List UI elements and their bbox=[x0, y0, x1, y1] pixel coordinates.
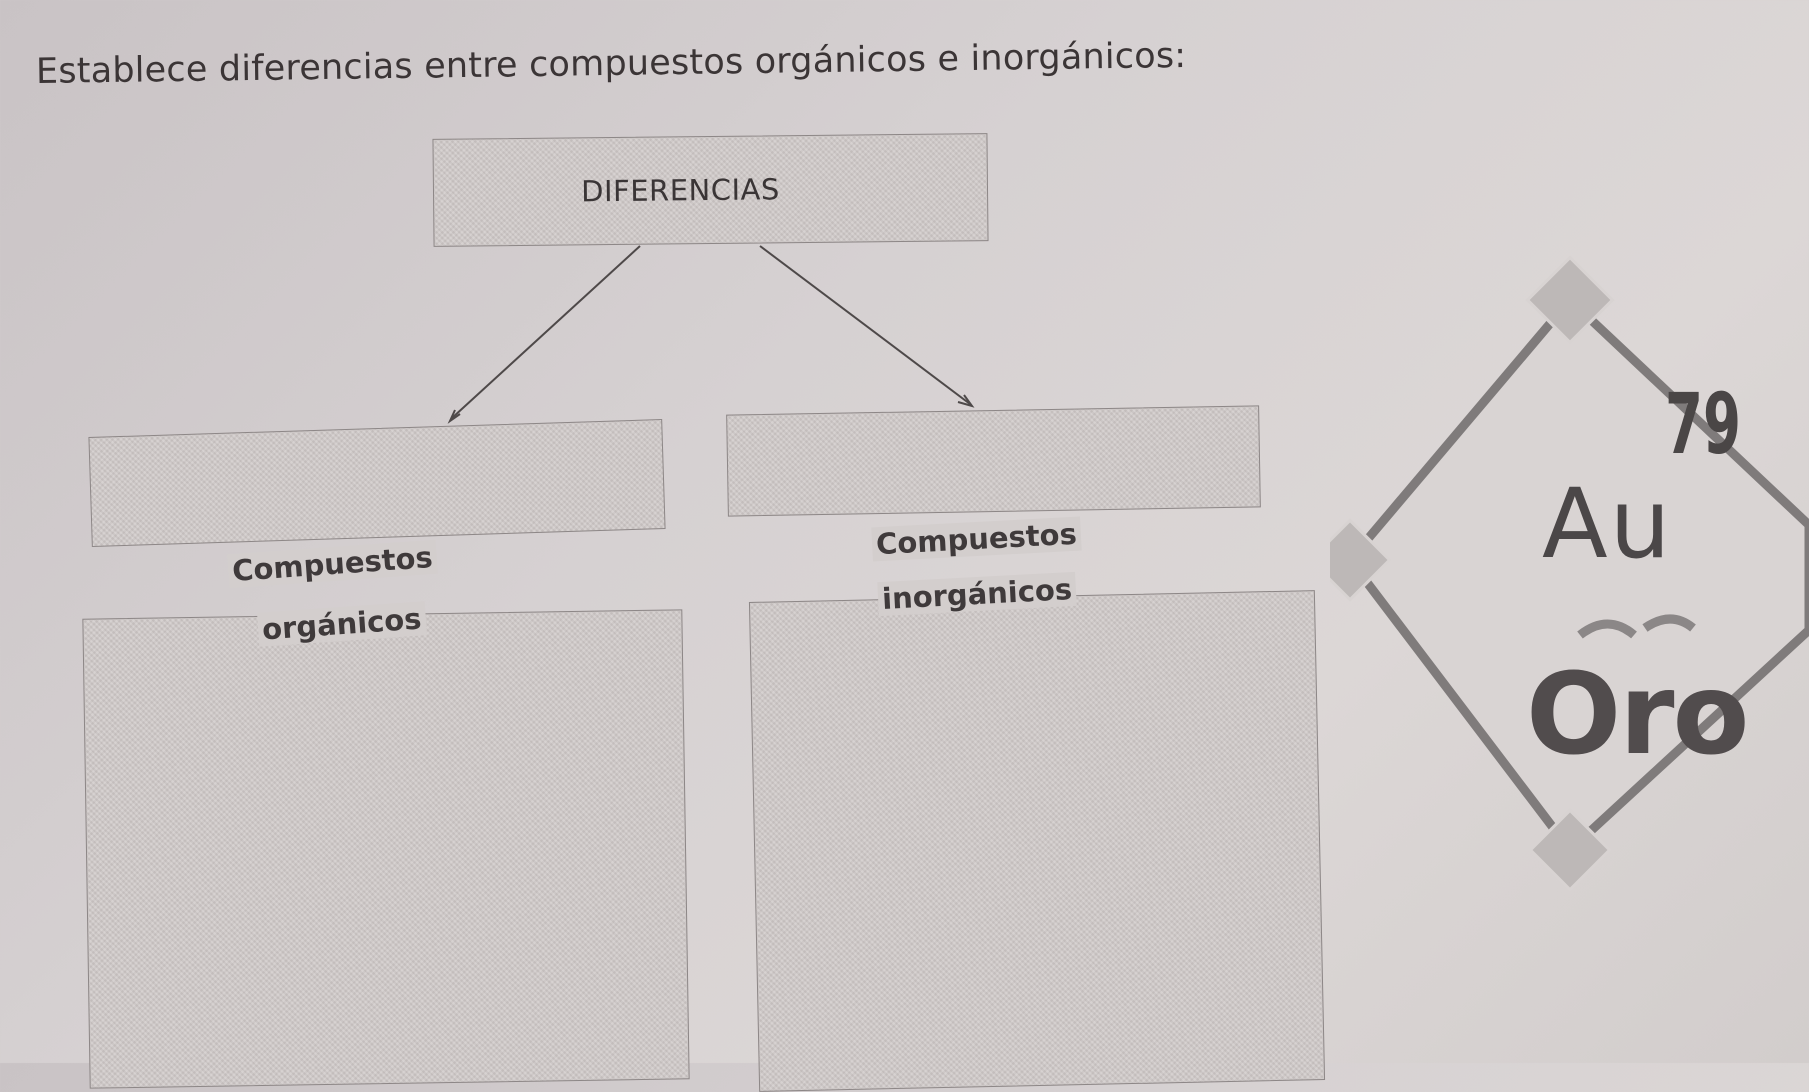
worksheet-page: Establece diferencias entre compuestos o… bbox=[35, 35, 1809, 1092]
connector-right-arrow bbox=[759, 245, 971, 405]
frame-decor-arc-2 bbox=[1642, 614, 1696, 632]
connector-left-arrowhead bbox=[447, 409, 461, 424]
instruction-text: Establece diferencias entre compuestos o… bbox=[35, 35, 1187, 92]
diferencias-box: DIFERENCIAS bbox=[432, 133, 989, 247]
gold-element-tile: 79 Au Oro bbox=[1308, 250, 1809, 900]
diamond-frame bbox=[1344, 293, 1809, 857]
inorganic-answer-box[interactable] bbox=[726, 405, 1261, 517]
element-tile-frame bbox=[1308, 255, 1809, 892]
inorganic-differences-area[interactable] bbox=[748, 590, 1326, 1092]
frame-corner-top bbox=[1525, 255, 1615, 345]
organic-differences-area[interactable] bbox=[82, 609, 690, 1089]
inorganic-label-line1: Compuestos bbox=[871, 516, 1082, 562]
organic-answer-box[interactable] bbox=[88, 419, 666, 547]
connector-right-arrowhead bbox=[957, 394, 975, 408]
diferencias-label: DIFERENCIAS bbox=[581, 172, 780, 209]
connector-left-arrow bbox=[451, 245, 641, 419]
organic-label-line1: Compuestos bbox=[227, 539, 438, 589]
frame-decor-arc-1 bbox=[1577, 619, 1637, 639]
element-symbol: Au bbox=[1542, 468, 1673, 580]
frame-corner-bottom bbox=[1528, 808, 1612, 892]
atomic-number: 79 bbox=[1665, 375, 1741, 473]
element-name: Oro bbox=[1526, 650, 1749, 780]
frame-corner-left bbox=[1308, 518, 1392, 602]
